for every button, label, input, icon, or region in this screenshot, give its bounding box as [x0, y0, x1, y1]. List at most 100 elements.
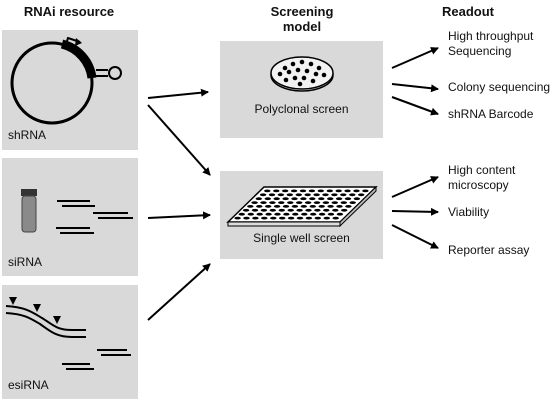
plate-well — [296, 208, 303, 212]
arrow-to-colony-sequencing — [391, 83, 439, 93]
readout-viability: Viability — [448, 205, 490, 219]
plate-well — [353, 197, 361, 201]
plate-well — [260, 201, 267, 205]
plate-well — [279, 216, 286, 220]
plate-well — [308, 189, 316, 193]
plate-well — [273, 205, 281, 208]
plate-well — [277, 193, 285, 197]
arrow-to-shrna-barcode — [391, 96, 439, 116]
plate-well — [318, 197, 325, 201]
arrow-sirna-to-single-well — [147, 211, 211, 220]
plate-well — [234, 216, 241, 220]
esirna-strand-icon — [5, 297, 86, 338]
shrna-label: shRNA — [8, 128, 47, 142]
header-rnai-resource: RNAi resource — [23, 4, 115, 19]
plate-well — [300, 197, 307, 201]
plate-well — [269, 201, 276, 205]
plate-well — [327, 212, 335, 216]
plate-well — [340, 201, 347, 205]
plate-well — [290, 189, 298, 193]
plate-well — [304, 201, 312, 205]
plate-well — [344, 189, 351, 193]
plate-well — [322, 193, 329, 197]
plate-well — [304, 193, 311, 197]
plate-well — [336, 212, 344, 216]
readout-high-content-microscopy: High content microscopy — [448, 163, 516, 192]
plate-well — [251, 208, 259, 212]
plate-well — [331, 201, 338, 205]
plate-well — [314, 208, 321, 212]
plate-well — [295, 193, 302, 197]
esirna-fragments-icon — [62, 349, 131, 370]
readout-shrna-barcode: shRNA Barcode — [448, 107, 534, 121]
arrows-resource-to-screen — [147, 88, 211, 321]
sirna-duplex-icon — [56, 200, 133, 234]
shrna-plasmid-icon — [10, 36, 97, 125]
plate-well — [331, 193, 338, 197]
plate-well — [326, 189, 333, 193]
single-well-screen-label: Single well screen — [253, 231, 350, 245]
arrows-screen-to-readout — [391, 47, 439, 249]
plate-well — [282, 197, 289, 201]
plate-well — [292, 212, 299, 216]
plate-well — [278, 208, 285, 212]
arrow-to-viability — [391, 207, 439, 216]
plate-well — [301, 212, 308, 216]
plate-well — [332, 216, 339, 220]
plate-well — [247, 205, 254, 208]
header-readout: Readout — [442, 4, 494, 19]
plate-well — [270, 216, 277, 220]
plate-well — [251, 201, 258, 205]
plate-well — [335, 197, 343, 201]
arrow-shrna-to-polyclonal — [147, 88, 209, 99]
plate-well — [264, 197, 271, 201]
plate-well — [265, 212, 272, 216]
plate-well — [353, 189, 360, 193]
plate-well — [282, 205, 290, 208]
plate-well — [345, 205, 352, 208]
plate-well — [349, 201, 356, 205]
plate-well — [278, 201, 285, 205]
arrow-esirna-to-single-well — [147, 263, 211, 321]
plate-well — [358, 193, 365, 197]
plate-well — [335, 189, 342, 193]
plate-well — [314, 216, 321, 220]
petri-dish-icon — [270, 56, 334, 92]
plate-well — [268, 193, 276, 197]
plate-well — [296, 201, 303, 205]
arrow-shrna-to-single-well — [147, 104, 211, 176]
plate-well — [287, 216, 295, 220]
plate-well — [242, 208, 250, 212]
header-screening-model: Screening model — [270, 4, 334, 34]
readout-reporter-assay: Reporter assay — [448, 243, 530, 257]
plate-well — [336, 205, 343, 208]
plate-well — [273, 197, 280, 201]
plate-well — [349, 193, 356, 197]
arrow-to-high-throughput-sequencing — [391, 47, 439, 69]
plate-well — [327, 205, 334, 208]
plate-well — [318, 212, 326, 216]
plate-well — [243, 216, 250, 220]
plate-well — [323, 216, 330, 220]
plate-well — [340, 193, 347, 197]
plate-well — [282, 189, 289, 193]
plate-well — [269, 208, 276, 212]
readout-high-throughput-sequencing: High throughput Sequencing — [448, 29, 534, 58]
plate-well — [291, 205, 299, 208]
esirna-label: esiRNA — [8, 378, 49, 392]
plate-well — [260, 208, 268, 212]
plate-well — [264, 189, 271, 193]
plate-well — [247, 212, 254, 216]
plate-well — [259, 193, 267, 197]
plate-well — [313, 201, 321, 205]
plate-well — [287, 208, 294, 212]
plate-well — [238, 212, 245, 216]
plate-well — [305, 208, 312, 212]
polyclonal-screen-label: Polyclonal screen — [254, 102, 349, 116]
plate-well — [362, 189, 369, 193]
plate-well — [332, 208, 339, 212]
readout-colony-sequencing: Colony sequencing — [448, 80, 551, 94]
shrna-hairpin-icon — [96, 66, 122, 80]
arrow-to-high-content-microscopy — [391, 176, 439, 198]
